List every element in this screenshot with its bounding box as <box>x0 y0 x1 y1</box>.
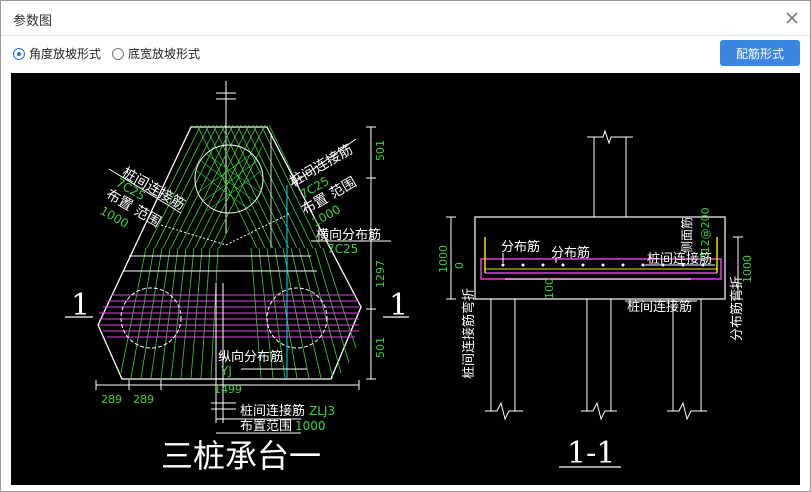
label-dist1: 分布筋 <box>501 239 540 255</box>
dim-b: 289 <box>133 393 154 406</box>
dim-width: 1499 <box>214 383 242 396</box>
section-piles <box>485 299 707 421</box>
plan-title: 三桩承台一 <box>161 437 321 475</box>
code-conn-bottom: ZLJ3 <box>309 404 335 418</box>
dim-bot: 501 <box>374 337 387 358</box>
code-side-rebar: C12@200 <box>699 207 712 261</box>
radio-dot-selected <box>13 47 25 60</box>
label-conn-top: 桩间连接筋 <box>647 251 712 267</box>
dim-1000-right: 1000 <box>741 255 754 283</box>
section-rebar-dots <box>501 263 705 267</box>
drawing-canvas: 1 1 桩间连接筋 7C25 布置 范围 1000 桩间连接筋 7C25 布置 … <box>11 73 800 485</box>
column-break <box>587 129 633 145</box>
junction-line <box>160 212 292 246</box>
label-side-rebar: 侧面筋 <box>679 217 694 253</box>
code-long-rebar: YJ <box>220 364 232 378</box>
value-range-bottom: 1000 <box>295 419 326 433</box>
radio-dot <box>112 47 124 60</box>
radio-angle-slope[interactable]: 角度放坡形式 <box>13 45 101 62</box>
dim-mid: 1297 <box>374 260 387 288</box>
section-mark-right: 1 <box>389 288 408 323</box>
label-dist2: 分布筋 <box>551 245 590 261</box>
cap-outline <box>97 126 362 380</box>
radio-angle-slope-label: 角度放坡形式 <box>29 47 102 61</box>
label-conn-mid: 桩间连接筋 <box>627 299 692 315</box>
radio-width-slope-label: 底宽放坡形式 <box>128 47 201 61</box>
close-icon[interactable] <box>782 8 802 28</box>
dialog-title: 参数图 <box>13 14 53 29</box>
label-long-rebar: 纵向分布筋 <box>218 349 283 365</box>
radio-width-slope[interactable]: 底宽放坡形式 <box>112 45 200 62</box>
toolbar: 角度放坡形式 底宽放坡形式 配筋形式 <box>1 36 810 70</box>
section-mark-left: 1 <box>71 288 90 323</box>
label-range-bottom: 布置范围 <box>240 419 292 434</box>
label-conn-bend: 桩间连接筋弯折 <box>461 288 477 379</box>
label-conn-bottom: 桩间连接筋 <box>240 403 305 419</box>
distribution-bars <box>99 294 359 338</box>
label-dist-bend: 分布筋弯折 <box>729 276 745 341</box>
cap-section <box>474 216 726 300</box>
pile-bottom-right <box>266 287 328 349</box>
dim-a: 289 <box>101 393 122 406</box>
plan-view: 1 1 桩间连接筋 7C25 布置 范围 1000 桩间连接筋 7C25 布置 … <box>65 81 409 475</box>
dim-1000-left: 1000 <box>437 245 450 273</box>
dim-horizontal <box>95 380 360 390</box>
title-bar: 参数图 <box>1 1 810 36</box>
dim-0: 0 <box>453 262 466 269</box>
dim-top: 501 <box>374 140 387 161</box>
pile-top <box>194 133 272 248</box>
section-title: 1-1 <box>567 436 615 471</box>
pile-bottom-left <box>120 287 182 349</box>
rebar-form-button[interactable]: 配筋形式 <box>720 40 800 66</box>
cad-drawing: 1 1 桩间连接筋 7C25 布置 范围 1000 桩间连接筋 7C25 布置 … <box>65 81 754 475</box>
leader-left <box>108 168 182 214</box>
code-trans-rebar: 7C25 <box>327 242 358 256</box>
label-trans-rebar: 横向分布筋 <box>316 227 381 243</box>
dim-vertical <box>366 126 376 380</box>
leader-right <box>290 138 357 186</box>
section-dims <box>446 216 743 300</box>
section-view: 分布筋 分布筋 桩间连接筋 桩间连接筋 侧面筋 C12@200 桩间连接筋弯折 … <box>437 129 754 471</box>
dim-100: 100 <box>543 278 556 299</box>
